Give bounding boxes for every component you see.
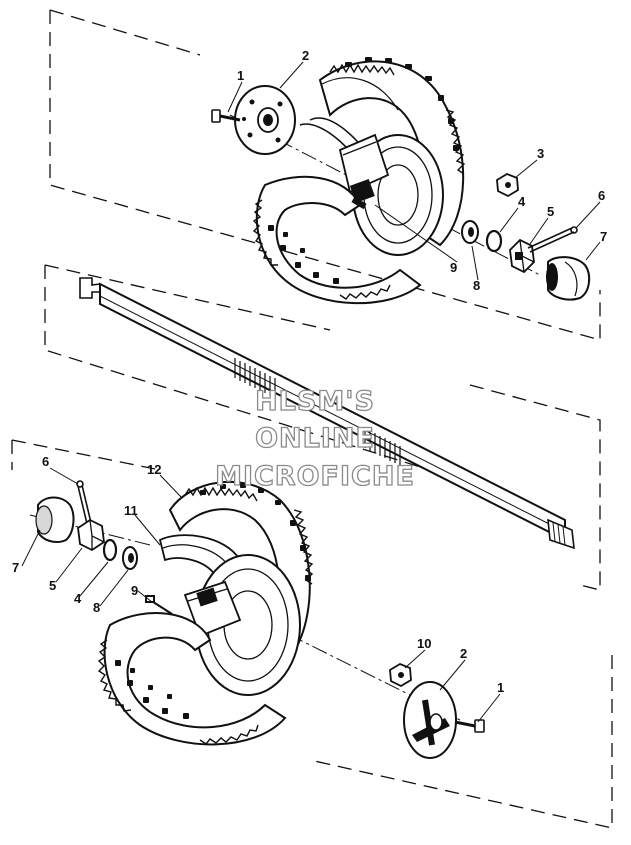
upper-valve-stem	[351, 196, 367, 210]
watermark-line-1: HLSM'S	[255, 386, 375, 417]
upper-callout-6: 6	[598, 188, 605, 203]
lower-washer	[122, 546, 138, 570]
lower-bolt	[454, 719, 485, 733]
lower-nut	[389, 662, 412, 688]
lower-valve-stem	[145, 595, 173, 615]
upper-tire-inner-half	[252, 175, 422, 305]
lower-callout-10: 10	[417, 636, 431, 651]
lower-callouts: 6 7 12 11 5 4 8 9 10 2 1	[12, 454, 504, 695]
lower-callout-8: 8	[93, 600, 100, 615]
upper-callout-4: 4	[518, 194, 526, 209]
upper-inner-drum	[338, 133, 390, 203]
watermark-line-2: ONLINE	[255, 423, 375, 454]
upper-nut	[496, 172, 519, 198]
lower-hub-plate	[403, 681, 457, 759]
lower-plane-outline	[11, 439, 613, 829]
upper-dust-cap	[546, 256, 591, 301]
upper-washer	[461, 220, 479, 244]
upper-callout-1: 1	[237, 68, 244, 83]
lower-callout-6: 6	[42, 454, 49, 469]
axle-plane-outline	[44, 264, 601, 591]
lower-callout-7: 7	[12, 560, 19, 575]
lower-dust-cap	[35, 496, 75, 543]
watermark: HLSM'S ONLINE MICROFICHE	[214, 385, 415, 492]
upper-snap-ring	[485, 229, 503, 253]
lower-callout-11: 11	[124, 503, 138, 518]
upper-callout-2: 2	[302, 48, 309, 63]
upper-callout-8: 8	[473, 278, 480, 293]
lower-callout-1: 1	[497, 680, 504, 695]
upper-hub-plate	[234, 85, 296, 155]
lower-callout-5: 5	[49, 578, 56, 593]
upper-callout-9: 9	[450, 260, 457, 275]
upper-callout-7: 7	[600, 229, 607, 244]
lower-callout-9: 9	[131, 583, 138, 598]
upper-castle-nut	[509, 238, 535, 274]
watermark-line-3: MICROFICHE	[215, 461, 415, 492]
lower-castle-nut	[77, 518, 105, 552]
lower-wheel-assembly	[35, 480, 485, 759]
upper-callout-3: 3	[537, 146, 544, 161]
lower-callout-4: 4	[74, 591, 82, 606]
upper-callouts: 1 2 3 4 5 6 7 8 9	[237, 48, 607, 293]
lower-tire-inner-half	[97, 612, 287, 746]
upper-bolt	[211, 109, 241, 123]
lower-callout-12: 12	[147, 462, 161, 477]
lower-callout-2: 2	[460, 646, 467, 661]
upper-cotter-pin	[527, 226, 578, 253]
lower-snap-ring	[102, 538, 118, 562]
axle-shaft	[79, 277, 575, 550]
upper-callout-5: 5	[547, 204, 554, 219]
upper-plane-outline	[49, 9, 601, 341]
callout-leaders	[21, 61, 601, 723]
upper-wheel-assembly	[211, 57, 591, 305]
